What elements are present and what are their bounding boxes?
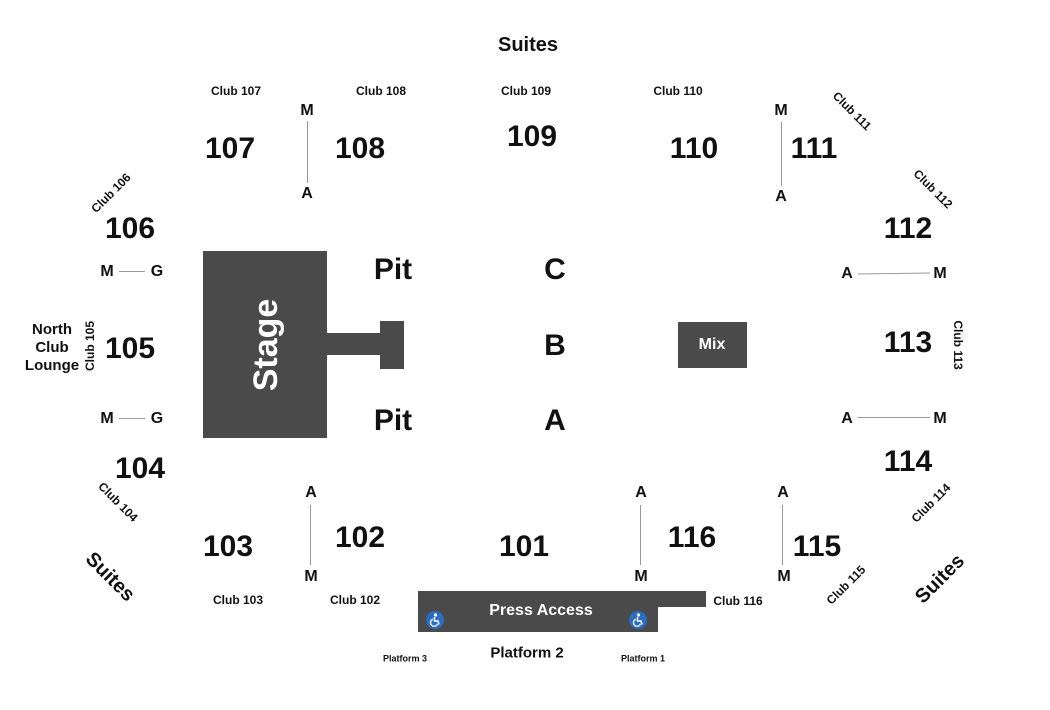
wheelchair-icon (426, 611, 444, 629)
aisle-a-110-111: A (775, 188, 787, 205)
club-113-label: Club 113 (951, 320, 965, 370)
aisle-m-112-113: M (933, 265, 947, 282)
aisle-divider-106-105 (119, 271, 145, 272)
club-109-label: Club 109 (500, 84, 552, 98)
club-103-label: Club 103 (212, 593, 264, 607)
aisle-a-103-102: A (305, 484, 317, 501)
stage-runway-end (380, 321, 404, 369)
suites-bottom-left-label: Suites (80, 547, 140, 607)
aisle-m-110-111: M (774, 102, 788, 119)
lounge-line-2: Club (35, 339, 69, 356)
aisle-g-106-105: G (150, 263, 164, 280)
aisle-m-103-102: M (304, 568, 318, 585)
platform-1-label: Platform 1 (620, 653, 666, 664)
platform-2-label: Platform 2 (490, 644, 564, 662)
floor-pit-lower[interactable]: Pit (373, 404, 413, 437)
stage-runway (327, 333, 382, 355)
press-access-block[interactable] (418, 591, 658, 632)
section-101[interactable]: 101 (498, 530, 550, 563)
aisle-g-105-104: G (150, 410, 164, 427)
section-115[interactable]: 115 (792, 530, 842, 563)
stage-label: Stage (247, 298, 285, 392)
aisle-divider-107-108 (307, 121, 308, 183)
aisle-m-105-104: M (100, 410, 114, 427)
section-112[interactable]: 112 (883, 212, 933, 245)
aisle-divider-113-114 (858, 417, 930, 418)
aisle-divider-105-104 (119, 418, 145, 419)
suites-bottom-right-label: Suites (910, 549, 970, 609)
north-club-lounge-label: North Club Lounge (25, 321, 79, 375)
section-104[interactable]: 104 (114, 452, 166, 485)
aisle-divider-116-115 (782, 505, 783, 565)
aisle-a-112-113: A (841, 265, 853, 282)
club-116-label: Club 116 (713, 594, 763, 608)
section-106[interactable]: 106 (104, 212, 156, 245)
section-105[interactable]: 105 (104, 332, 156, 365)
club-102-label: Club 102 (329, 593, 381, 607)
section-108[interactable]: 108 (334, 132, 386, 165)
lounge-line-3: Lounge (24, 357, 80, 374)
floor-section-a[interactable]: A (544, 404, 566, 437)
aisle-a-116-115: A (777, 484, 789, 501)
wheelchair-icon (629, 611, 647, 629)
platform-3-label: Platform 3 (382, 653, 428, 664)
section-103[interactable]: 103 (202, 530, 254, 563)
suites-top-label: Suites (497, 34, 559, 56)
aisle-divider-112-113 (857, 272, 931, 275)
press-access-extension (656, 591, 706, 607)
lounge-line-1: North (32, 321, 72, 338)
section-111[interactable]: 111 (790, 132, 838, 165)
aisle-divider-101-116 (640, 505, 641, 565)
aisle-m-116-115: M (777, 568, 791, 585)
club-104-label: Club 104 (95, 479, 141, 525)
aisle-m-106-105: M (100, 263, 114, 280)
club-107-label: Club 107 (210, 84, 262, 98)
club-111-label: Club 111 (829, 88, 875, 134)
aisle-m-107-108: M (300, 102, 314, 119)
mix-label: Mix (698, 336, 726, 353)
section-113[interactable]: 113 (883, 326, 933, 359)
club-108-label: Club 108 (355, 84, 407, 98)
stage-block[interactable] (203, 251, 327, 438)
aisle-m-113-114: M (933, 410, 947, 427)
club-112-label: Club 112 (910, 166, 956, 212)
club-115-label: Club 115 (823, 562, 869, 608)
floor-section-c[interactable]: C (544, 253, 566, 286)
floor-pit-upper[interactable]: Pit (373, 253, 413, 286)
club-105-label: Club 105 (83, 320, 97, 372)
aisle-divider-110-111 (781, 122, 782, 186)
section-114[interactable]: 114 (883, 445, 933, 478)
club-106-label: Club 106 (88, 170, 134, 216)
aisle-m-101-116: M (634, 568, 648, 585)
aisle-a-101-116: A (635, 484, 647, 501)
section-116[interactable]: 116 (667, 521, 717, 554)
press-access-label: Press Access (489, 602, 593, 619)
aisle-a-107-108: A (301, 185, 313, 202)
aisle-a-113-114: A (841, 410, 853, 427)
floor-section-b[interactable]: B (544, 329, 566, 362)
mix-booth (678, 322, 747, 368)
section-102[interactable]: 102 (334, 521, 386, 554)
club-110-label: Club 110 (653, 84, 703, 98)
section-109[interactable]: 109 (506, 120, 558, 153)
club-114-label: Club 114 (908, 480, 954, 526)
section-107[interactable]: 107 (204, 132, 256, 165)
section-110[interactable]: 110 (669, 132, 719, 165)
aisle-divider-103-102 (310, 505, 311, 565)
